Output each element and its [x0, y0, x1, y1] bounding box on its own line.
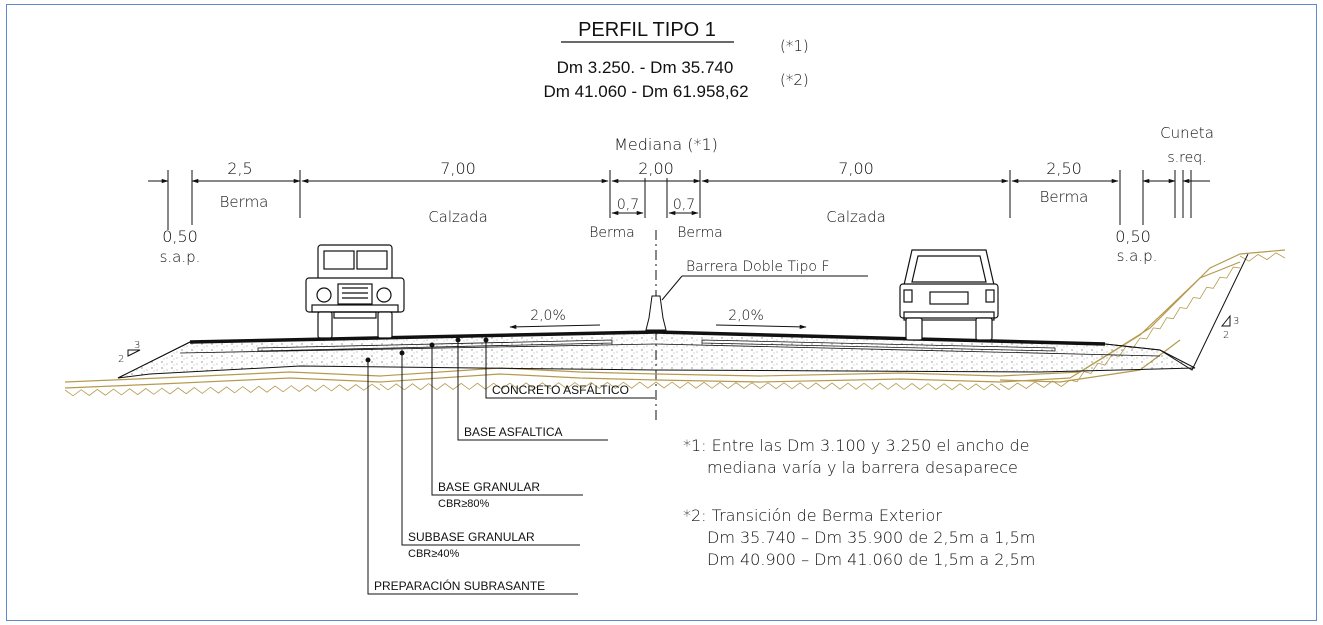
- talud-right-symbol: [1220, 314, 1231, 327]
- vehicle-front-view: [305, 244, 405, 339]
- soil-hatch-segment: [64, 383, 381, 397]
- label-preparacion-subrasante: PREPARACIÓN SUBRASANTE: [374, 578, 545, 593]
- calzada-right-label: Calzada: [826, 208, 886, 226]
- berma-left-width: 2,5: [227, 159, 252, 178]
- talud-right-h: 2: [1223, 330, 1229, 341]
- soil-hatch-segment: [379, 381, 657, 391]
- dimension-lines: [148, 170, 1210, 230]
- talud-right-v: 3: [1233, 316, 1239, 327]
- talud-left-symbol: [127, 349, 141, 357]
- soil-hatch-segment: [1239, 252, 1286, 262]
- soil-hatch-segment: [655, 381, 1001, 391]
- barrier-tipo-f: [645, 295, 667, 331]
- berma-left-label: Berma: [220, 193, 269, 211]
- note-2-line-3: Dm 40.900 – Dm 41.060 de 1,5m a 2,5m: [707, 550, 1035, 569]
- berma-int-left-label: Berma: [589, 225, 635, 241]
- ref-2: (*2): [780, 71, 809, 89]
- soil-hatch: [64, 252, 1286, 397]
- label-subbase-granular: SUBBASE GRANULAR: [408, 530, 535, 544]
- barrier-label: Barrera Doble Tipo F: [686, 259, 830, 275]
- calzada-left-label: Calzada: [428, 208, 488, 226]
- label-base-granular: BASE GRANULAR: [438, 480, 540, 494]
- cuneta-label: Cuneta: [1160, 124, 1214, 142]
- soil-hatch-segment: [1139, 266, 1241, 340]
- drawing-title: PERFIL TIPO 1: [578, 19, 716, 41]
- layer-leaders: [365, 337, 655, 595]
- note-1-line-2: mediana varía y la barrera desaparece: [707, 458, 1018, 477]
- slope-left-label: 2,0%: [530, 308, 566, 324]
- note-2-line-2: Dm 35.740 – Dm 35.900 de 2,5m a 1,5m: [707, 528, 1035, 547]
- ref-1: (*1): [780, 37, 809, 55]
- label-base-asfaltica: BASE ASFALTICA: [464, 425, 562, 439]
- sap-right-width: 0,50: [1115, 227, 1151, 246]
- slope-right-label: 2,0%: [728, 308, 764, 324]
- soil-hatch-segment: [999, 379, 1071, 390]
- berma-int-right-label: Berma: [677, 225, 723, 241]
- note-1-line-1: *1: Entre las Dm 3.100 y 3.250 el ancho …: [683, 436, 1029, 455]
- sap-left-width: 0,50: [162, 227, 198, 246]
- range-2: Dm 41.060 - Dm 61.958,62: [543, 82, 748, 101]
- berma-int-left-width: 0,7: [617, 197, 639, 213]
- range-1: Dm 3.250. - Dm 35.740: [557, 58, 734, 77]
- berma-right-width: 2,50: [1046, 159, 1082, 178]
- label-subbase-granular-cbr: CBR≥40%: [408, 548, 459, 560]
- sap-right-label: s.a.p.: [1117, 247, 1158, 265]
- sap-left-label: s.a.p.: [160, 248, 201, 266]
- pavement-structure: [117, 253, 1249, 379]
- vehicle-rear-view: [899, 249, 999, 341]
- mediana-label: Mediana (*1): [614, 135, 718, 154]
- drawing-frame: [6, 4, 1317, 621]
- cuneta-sub: s.req.: [1167, 150, 1206, 166]
- mediana-width: 2,00: [638, 159, 674, 178]
- berma-right-label: Berma: [1040, 188, 1089, 206]
- label-base-granular-cbr: CBR≥80%: [438, 498, 489, 510]
- talud-left-v: 3: [134, 340, 140, 351]
- slope-right-arrow: [715, 324, 807, 329]
- calzada-right-width: 7,00: [838, 159, 874, 178]
- calzada-left-width: 7,00: [440, 159, 476, 178]
- slope-left-arrow: [509, 324, 601, 329]
- label-concreto-asfaltico: CONCRETO ASFÁLTICO: [492, 382, 629, 397]
- berma-int-right-width: 0,7: [673, 197, 695, 213]
- note-2-line-1: *2: Transición de Berma Exterior: [683, 506, 942, 525]
- talud-left-h: 2: [118, 354, 124, 365]
- barrier-leader: [661, 275, 683, 301]
